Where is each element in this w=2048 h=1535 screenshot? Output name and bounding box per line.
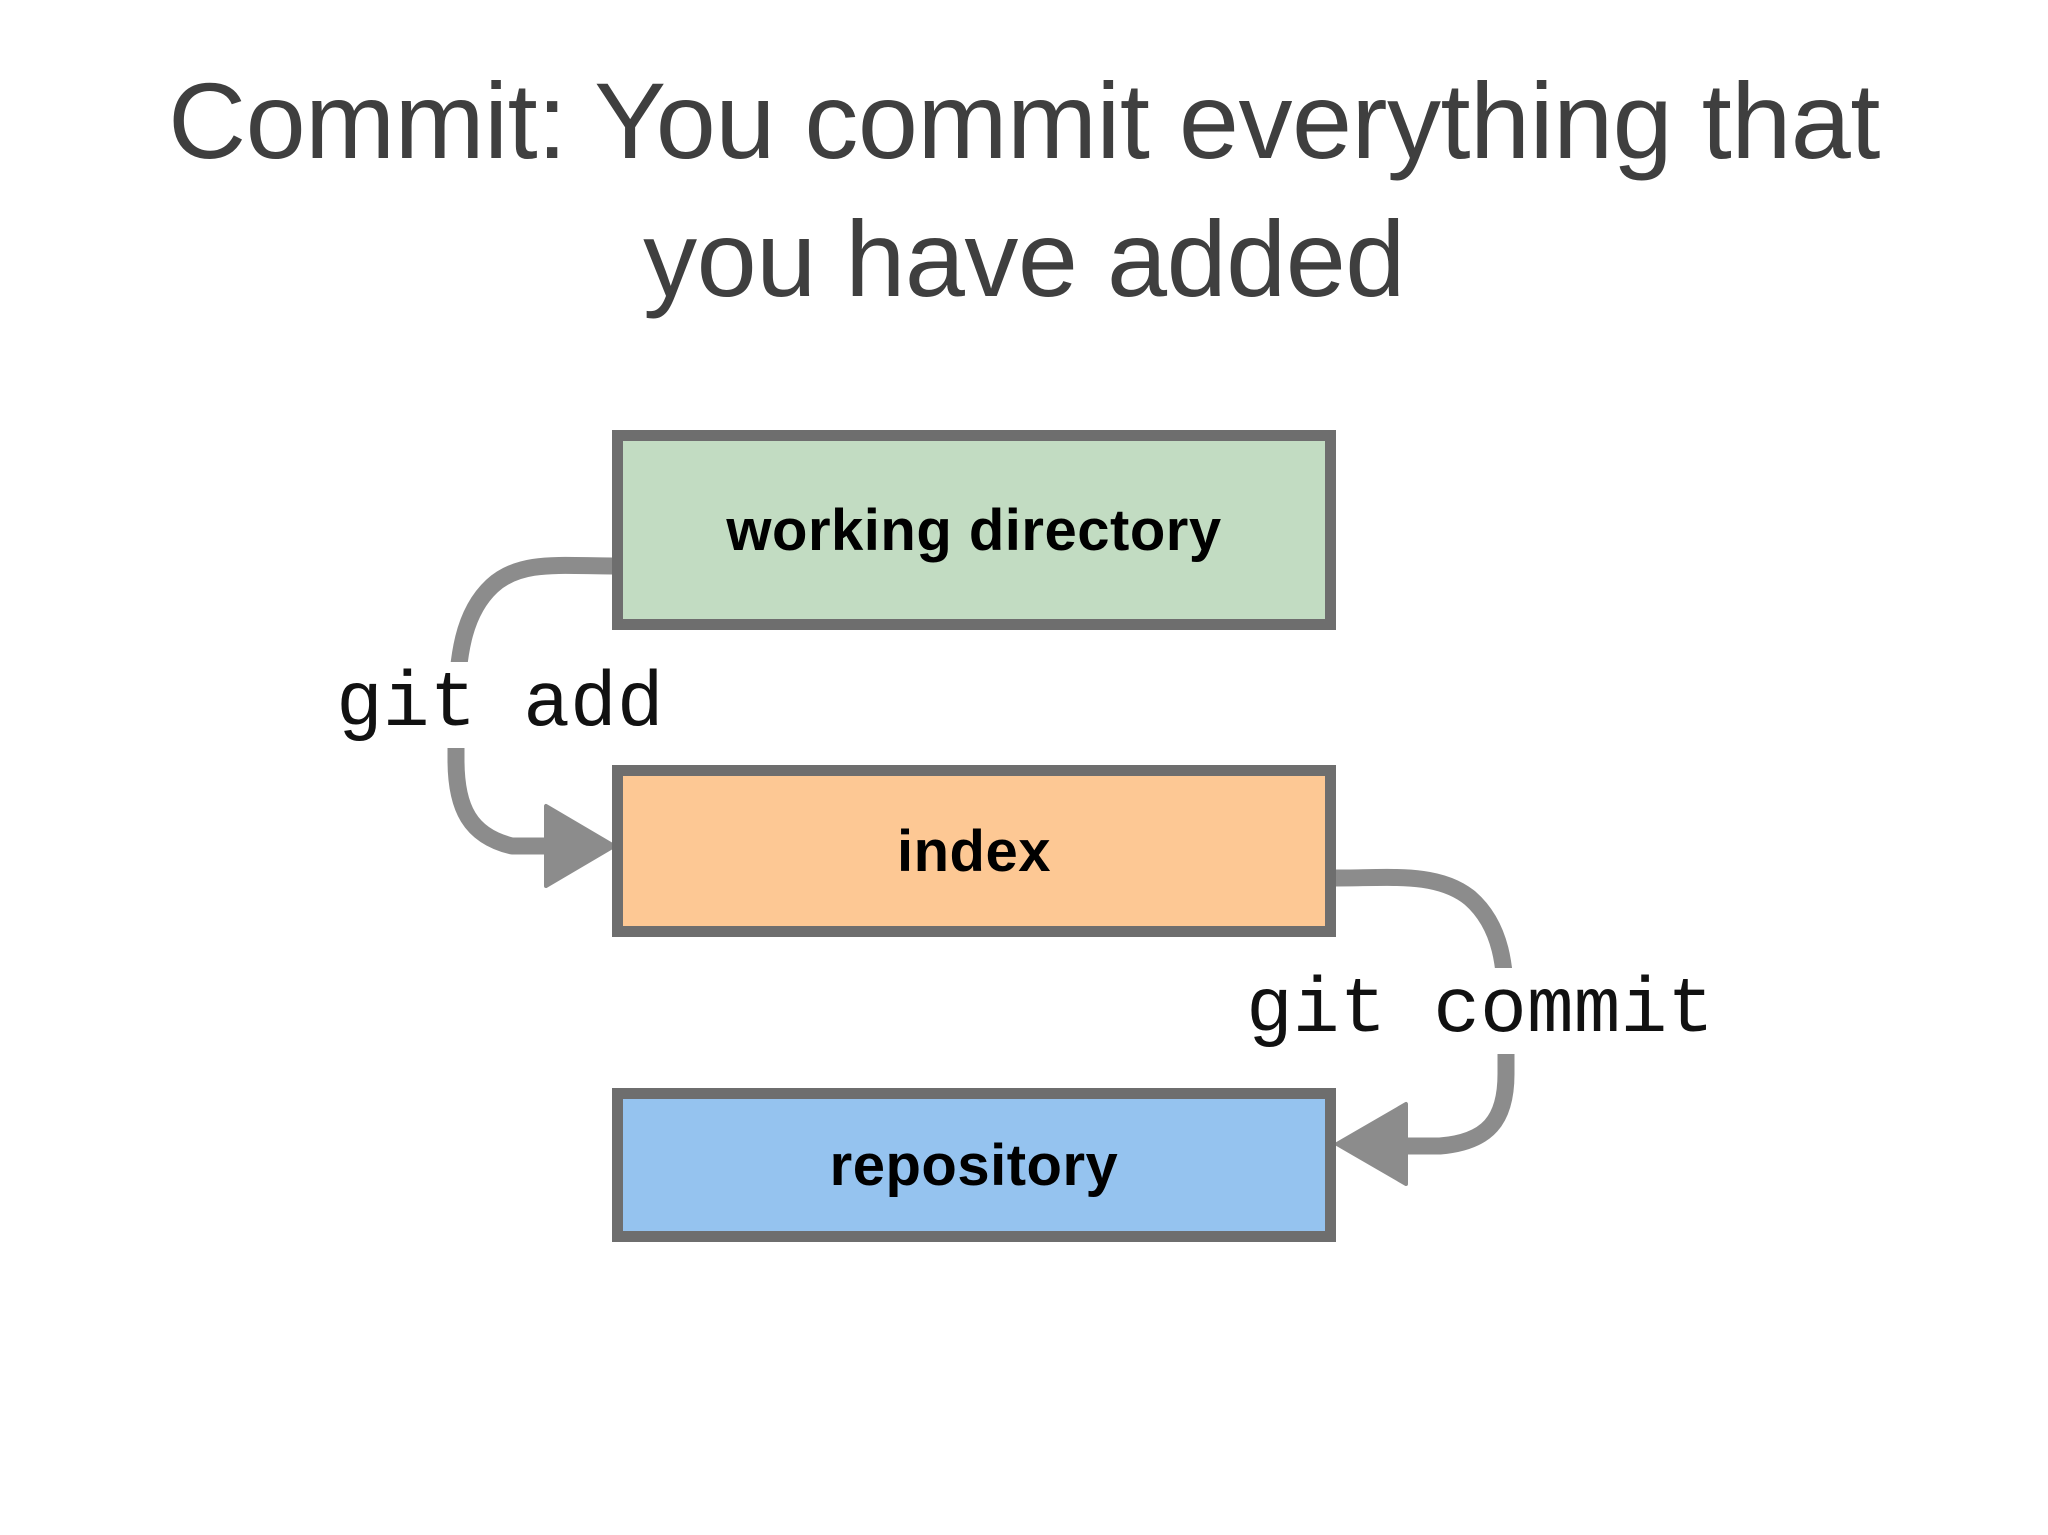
edge-label-git-add: git add	[334, 661, 666, 749]
node-index-label: index	[897, 818, 1051, 884]
node-repository: repository	[612, 1088, 1336, 1242]
page-title: Commit: You commit everything that you h…	[168, 60, 1880, 320]
node-index: index	[612, 765, 1336, 937]
node-working-directory-label: working directory	[726, 497, 1222, 563]
node-repository-label: repository	[829, 1132, 1119, 1198]
edge-label-git-commit: git commit	[1244, 967, 1717, 1055]
node-working-directory: working directory	[612, 430, 1336, 630]
